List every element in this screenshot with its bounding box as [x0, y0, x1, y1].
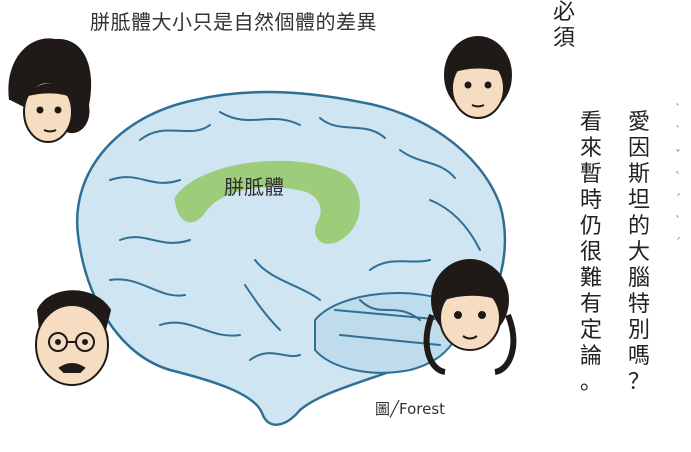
- vertical-char: 的: [628, 214, 651, 239]
- text-column-top: 必須: [553, 0, 575, 52]
- vertical-char: 。: [580, 370, 603, 395]
- corpus-callosum: [174, 160, 360, 244]
- vertical-char: 斯: [628, 162, 651, 187]
- vertical-char: 愛: [628, 110, 651, 135]
- vertical-char: 別: [628, 318, 651, 343]
- vertical-char: 很: [580, 240, 603, 265]
- face-bottom-left: [35, 290, 112, 386]
- brain-outline: [75, 90, 507, 426]
- vertical-char: 腦: [628, 266, 651, 291]
- vertical-char: 論: [580, 344, 603, 369]
- vertical-char: 時: [580, 188, 603, 213]
- vertical-char: 仍: [580, 214, 603, 239]
- vertical-char: 坦: [628, 188, 651, 213]
- vertical-char: ？: [628, 370, 651, 395]
- vertical-char: 特: [628, 292, 651, 317]
- face-bottom-right: [423, 259, 517, 375]
- vertical-char: 有: [580, 292, 603, 317]
- vertical-char: 嗎: [628, 344, 651, 369]
- vertical-char: 大: [628, 240, 651, 265]
- vertical-char: 看: [580, 110, 603, 135]
- figure-title: 胼胝體大小只是自然個體的差異: [90, 10, 377, 34]
- vertical-char: 定: [580, 318, 603, 343]
- face-top-left: [8, 38, 92, 143]
- vertical-char: 來: [580, 136, 603, 161]
- vertical-char: 必: [553, 0, 576, 25]
- corpus-callosum-label: 胼胝體: [224, 175, 284, 199]
- face-top-right: [444, 36, 512, 119]
- vertical-char: 須: [553, 26, 576, 51]
- brain-folds: [109, 111, 481, 361]
- text-column-middle: 看來暫時仍很難有定論。: [580, 110, 602, 396]
- vertical-char: 因: [628, 136, 651, 161]
- vertical-char: 難: [580, 266, 603, 291]
- figure-credit: 圖╱Forest: [375, 400, 446, 418]
- vertical-char: 暫: [580, 162, 603, 187]
- text-column-right: 愛因斯坦的大腦特別嗎？: [628, 110, 650, 396]
